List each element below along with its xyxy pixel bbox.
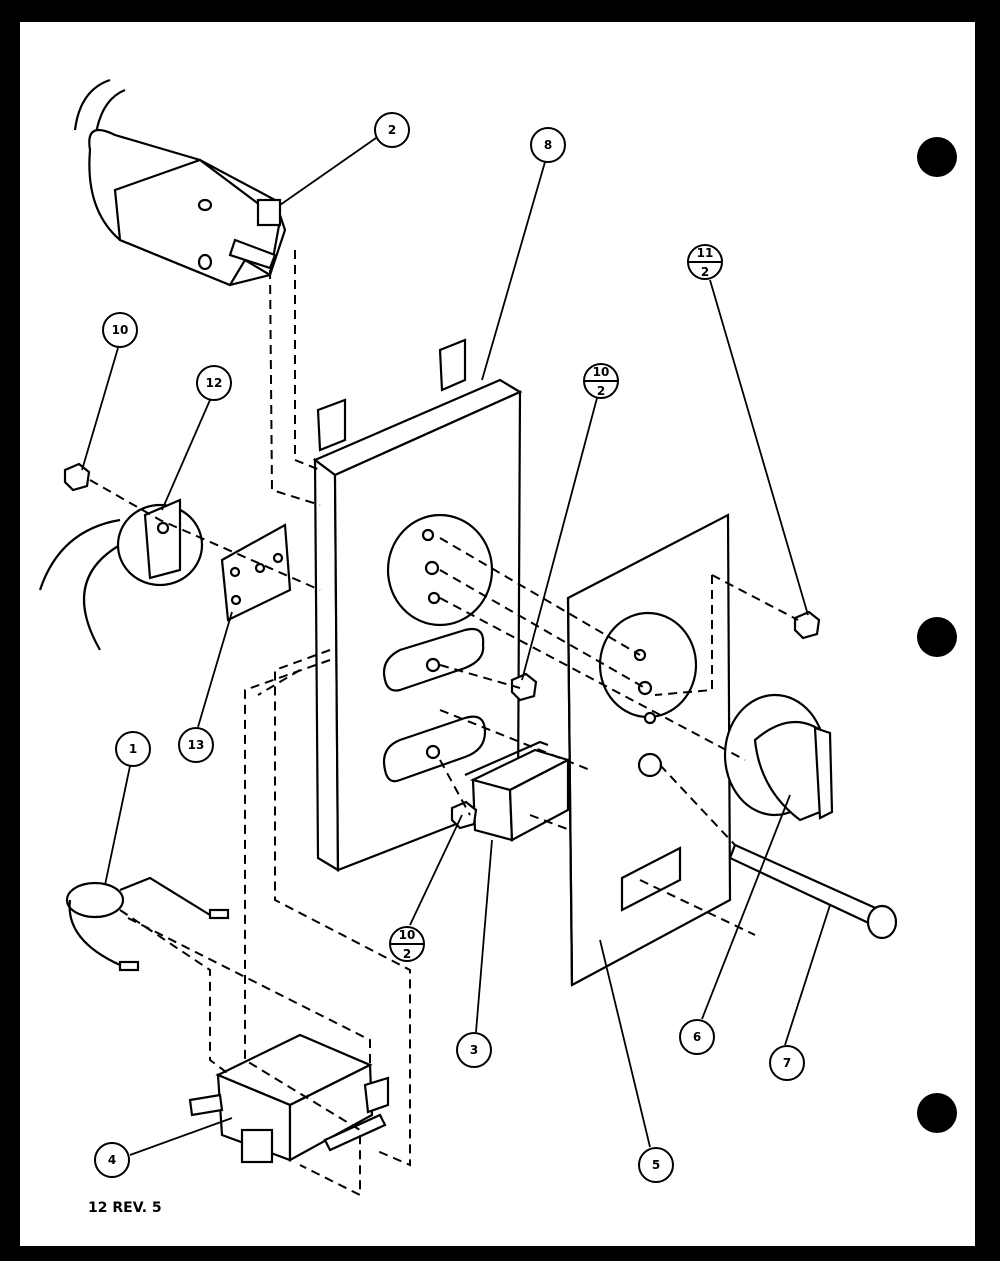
alignment-dashes [89,250,799,1197]
callout-10: 10 [102,312,138,348]
drawing-code: 12 REV. 5 [88,1200,162,1216]
svg-text:13: 13 [188,738,205,752]
part-12-timer [38,498,204,651]
part-7-shaft [728,843,898,940]
part-1-sensor [65,876,230,972]
svg-text:2: 2 [701,265,709,279]
svg-text:8: 8 [544,138,552,152]
svg-text:2: 2 [388,123,396,137]
svg-text:1: 1 [129,742,137,756]
callout-5: 5 [638,1147,674,1183]
svg-text:7: 7 [783,1056,791,1070]
callout-13: 13 [178,727,214,763]
callout-6: 6 [679,1019,715,1055]
callout-10-2-upper: 102 [583,363,619,399]
svg-text:10: 10 [112,323,129,337]
svg-text:10: 10 [399,928,416,942]
callout-4: 4 [94,1142,130,1178]
callout-11-2: 112 [687,244,723,280]
svg-text:11: 11 [697,246,714,260]
part-13-mounting-plate [220,523,292,622]
part-6-knob [723,693,834,822]
callout-8: 8 [530,127,566,163]
callout-1: 1 [115,731,151,767]
screws [63,462,821,830]
leader-lines [81,137,831,1156]
svg-text:12: 12 [206,376,223,390]
svg-text:4: 4 [108,1153,116,1167]
svg-text:3: 3 [470,1043,478,1057]
callout-7: 7 [769,1045,805,1081]
callout-10-2-lower: 102 [389,926,425,962]
svg-text:2: 2 [403,947,411,961]
part-5-control-panel [566,513,732,987]
svg-text:10: 10 [593,365,610,379]
svg-text:2: 2 [597,384,605,398]
callout-2: 2 [374,112,410,148]
callout-3: 3 [456,1032,492,1068]
part-2-thermostat [73,78,287,287]
callout-12: 12 [196,365,232,401]
part-3-switch-block [464,740,571,842]
svg-text:5: 5 [652,1158,660,1172]
svg-text:6: 6 [693,1030,701,1044]
binder-holes [917,137,957,1133]
